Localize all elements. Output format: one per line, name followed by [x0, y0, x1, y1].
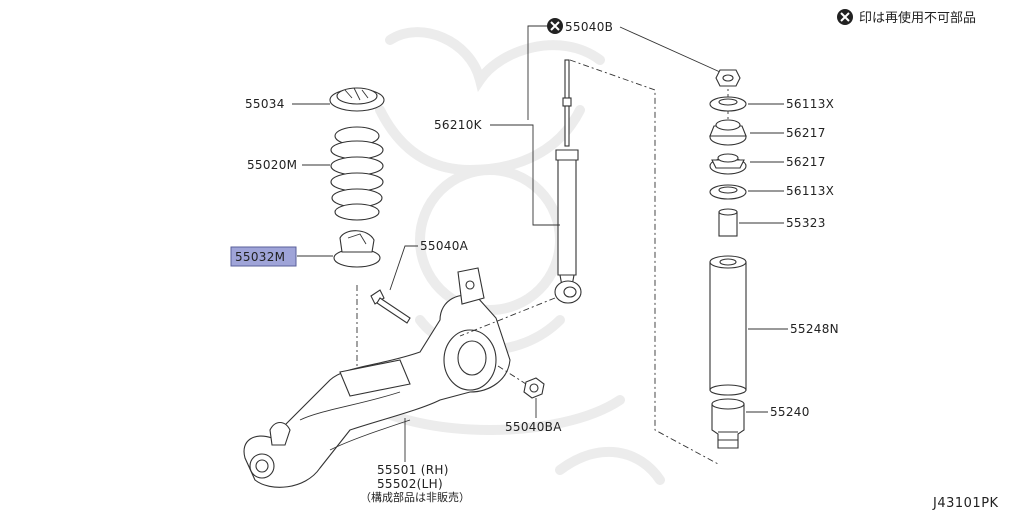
label-note: （構成部品は非販売）: [360, 490, 470, 504]
legend-text: 印は再使用不可部品: [859, 10, 976, 26]
label-55240: 55240: [770, 405, 810, 419]
diagram-code: J43101PK: [932, 496, 999, 511]
label-55040A: 55040A: [420, 239, 469, 253]
lower-spring-seat: [333, 230, 381, 268]
label-55032M[interactable]: 55032M: [235, 250, 285, 264]
washer-56113X-top: [709, 96, 747, 112]
label-56217-bottom: 56217: [786, 155, 826, 169]
label-55248N: 55248N: [790, 322, 839, 336]
mount-nut: [715, 69, 741, 87]
label-55501: 55501 (RH): [377, 463, 449, 477]
label-56113X-bottom: 56113X: [786, 184, 834, 198]
label-55020M: 55020M: [247, 158, 297, 172]
label-55502: 55502(LH): [377, 477, 443, 491]
label-56217-top: 56217: [786, 126, 826, 140]
rear-suspension-arm: [243, 267, 511, 488]
label-56210K: 56210K: [434, 118, 483, 132]
label-55323: 55323: [786, 216, 826, 230]
label-55034: 55034: [245, 97, 285, 111]
nut-55040BA: [523, 377, 545, 399]
dust-boot-55248N: [709, 255, 747, 396]
label-55040B: 55040B: [565, 20, 613, 34]
highlight-55032M: [230, 246, 297, 267]
legend: 印は再使用不可部品: [837, 9, 976, 26]
bushing-56217-bottom: [709, 153, 747, 175]
coil-spring: [330, 126, 384, 221]
label-55040BA: 55040BA: [505, 420, 562, 434]
label-56113X-top: 56113X: [786, 97, 834, 111]
washer-56113X-bottom: [709, 184, 747, 200]
non-reusable-mark: [547, 18, 563, 34]
bushing-56217-top: [709, 119, 747, 146]
bump-stop-55240: [711, 398, 745, 449]
upper-spring-seat: [329, 87, 385, 112]
shock-absorber: [554, 59, 582, 304]
sleeve-55323: [718, 208, 738, 237]
bolt-55040A: [370, 289, 411, 324]
